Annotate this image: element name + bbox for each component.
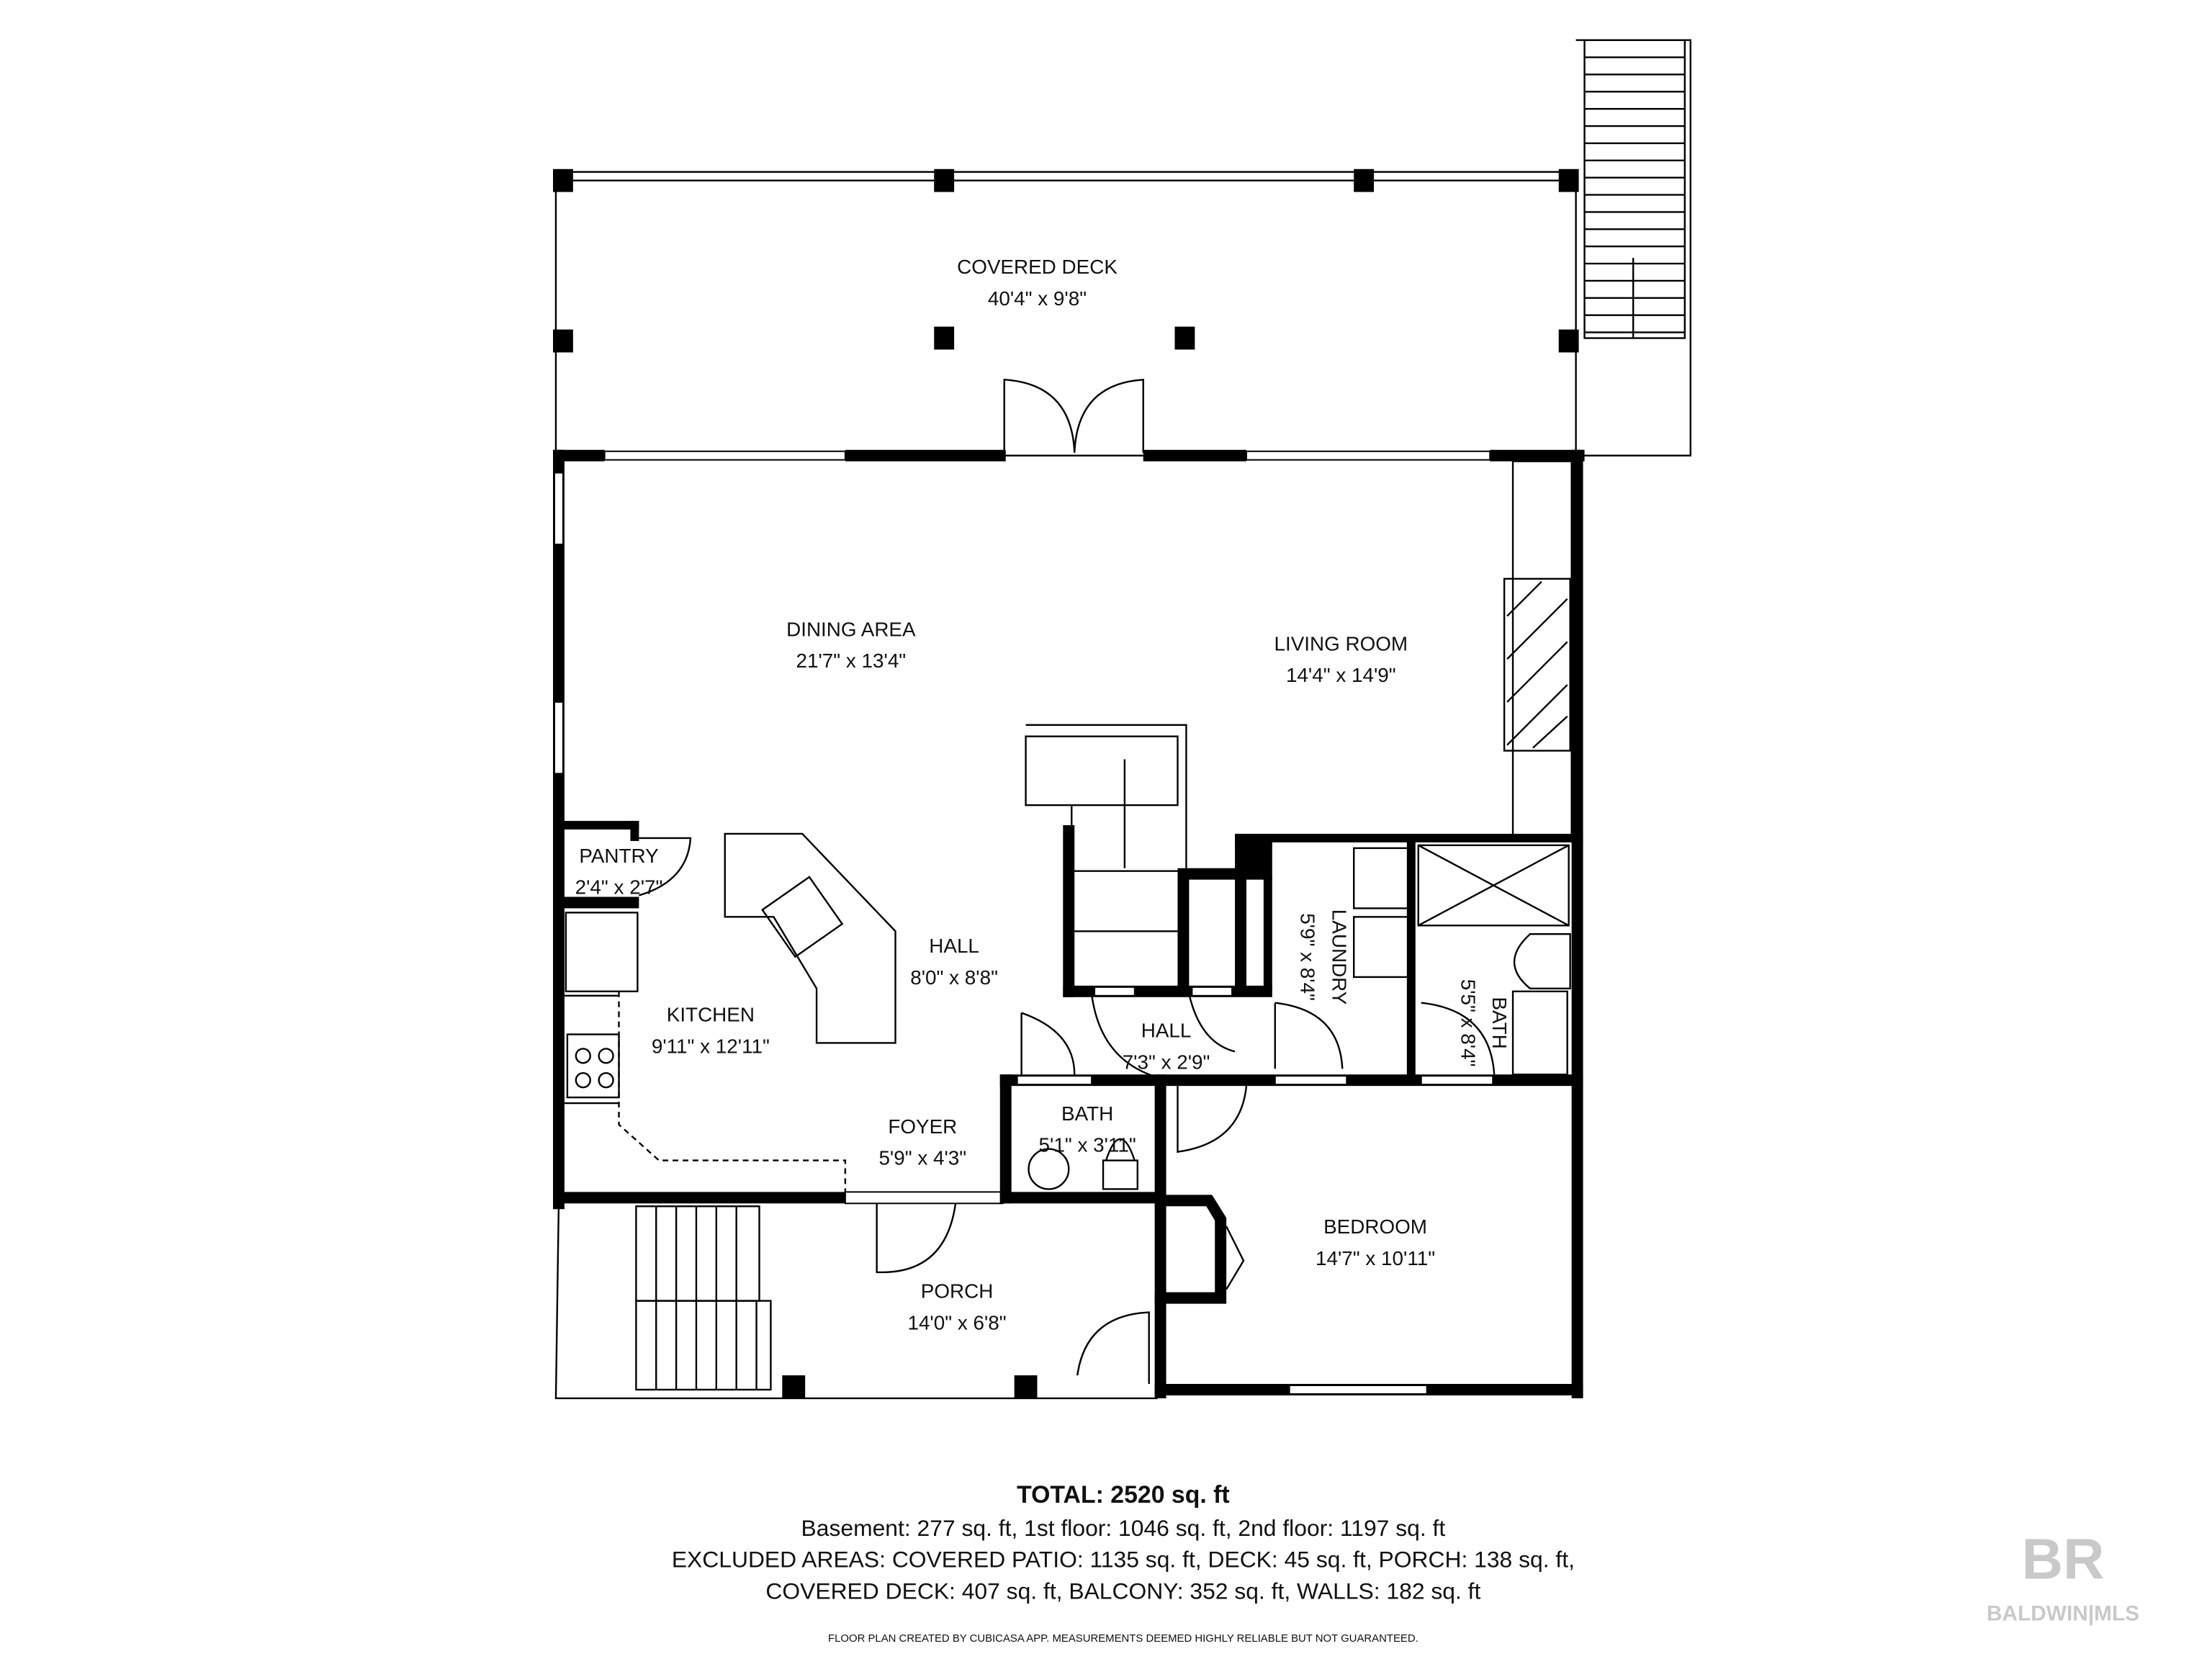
total-area: TOTAL: 2520 sq. ft — [1017, 1481, 1230, 1509]
svg-text:BR: BR — [2022, 1527, 2105, 1591]
svg-text:DINING AREA: DINING AREA — [786, 618, 916, 640]
excluded-areas-line-2: COVERED DECK: 407 sq. ft, BALCONY: 352 s… — [765, 1578, 1480, 1604]
room-label-bedroom: BEDROOM 14'7" x 10'11" — [1316, 1215, 1435, 1269]
covered-deck-area — [553, 168, 1579, 457]
svg-text:PANTRY: PANTRY — [579, 845, 658, 867]
room-label-dining-area: DINING AREA 21'7" x 13'4" — [786, 618, 916, 672]
walls — [553, 449, 1585, 1400]
svg-text:BEDROOM: BEDROOM — [1323, 1215, 1427, 1238]
svg-text:14'4" x 14'9": 14'4" x 14'9" — [1286, 664, 1396, 686]
room-label-kitchen: KITCHEN 9'11" x 12'11" — [652, 1004, 770, 1058]
svg-text:40'4" x 9'8": 40'4" x 9'8" — [988, 287, 1087, 310]
room-label-pantry: PANTRY 2'4" x 2'7" — [575, 845, 663, 899]
disclaimer: FLOOR PLAN CREATED BY CUBICASA APP. MEAS… — [828, 1632, 1419, 1645]
svg-text:9'11" x 12'11": 9'11" x 12'11" — [652, 1035, 770, 1057]
floor-areas: Basement: 277 sq. ft, 1st floor: 1046 sq… — [801, 1515, 1446, 1541]
svg-text:5'5" x 8'4": 5'5" x 8'4" — [1457, 979, 1479, 1067]
room-label-hall: HALL 8'0" x 8'8" — [910, 935, 998, 989]
svg-text:COVERED DECK: COVERED DECK — [957, 256, 1118, 278]
svg-text:5'9" x 8'4": 5'9" x 8'4" — [1297, 913, 1319, 1001]
svg-text:14'0" x 6'8": 14'0" x 6'8" — [907, 1311, 1006, 1334]
room-label-porch: PORCH 14'0" x 6'8" — [907, 1280, 1006, 1334]
svg-text:8'0" x 8'8": 8'0" x 8'8" — [910, 966, 998, 989]
svg-text:FOYER: FOYER — [888, 1115, 957, 1138]
svg-text:BATH: BATH — [1488, 997, 1511, 1048]
svg-text:KITCHEN: KITCHEN — [667, 1004, 755, 1026]
baldwin-mls-logo: BR BALDWIN|MLS — [1987, 1527, 2139, 1626]
room-label-bath-upper: BATH 5'5" x 8'4" — [1457, 979, 1511, 1067]
svg-text:21'7" x 13'4": 21'7" x 13'4" — [796, 649, 906, 672]
svg-text:7'3" x 2'9": 7'3" x 2'9" — [1123, 1051, 1210, 1073]
svg-text:5'9" x 4'3": 5'9" x 4'3" — [878, 1147, 966, 1169]
svg-text:BATH: BATH — [1061, 1102, 1113, 1125]
area-summary: TOTAL: 2520 sq. ft Basement: 277 sq. ft,… — [672, 1481, 1575, 1645]
svg-text:2'4" x 2'7": 2'4" x 2'7" — [575, 876, 663, 899]
svg-text:LIVING ROOM: LIVING ROOM — [1274, 632, 1408, 655]
svg-text:PORCH: PORCH — [921, 1280, 994, 1303]
room-label-laundry: LAUNDRY 5'9" x 8'4" — [1297, 909, 1351, 1005]
svg-text:LAUNDRY: LAUNDRY — [1328, 909, 1350, 1005]
svg-text:HALL: HALL — [929, 935, 979, 957]
excluded-areas-line-1: EXCLUDED AREAS: COVERED PATIO: 1135 sq. … — [672, 1547, 1575, 1573]
exterior-stairs — [1575, 39, 1691, 457]
room-label-hall-small: HALL 7'3" x 2'9" — [1123, 1019, 1210, 1073]
svg-text:HALL: HALL — [1141, 1019, 1192, 1041]
fixtures — [564, 577, 1571, 1391]
svg-text:5'1" x 3'11": 5'1" x 3'11" — [1039, 1134, 1136, 1156]
room-label-covered-deck: COVERED DECK 40'4" x 9'8" — [957, 256, 1118, 310]
room-label-bath-lower: BATH 5'1" x 3'11" — [1039, 1102, 1136, 1156]
room-label-living-room: LIVING ROOM 14'4" x 14'9" — [1274, 632, 1408, 686]
room-label-foyer: FOYER 5'9" x 4'3" — [878, 1115, 966, 1169]
svg-text:BALDWIN|MLS: BALDWIN|MLS — [1987, 1601, 2139, 1625]
svg-text:14'7" x 10'11": 14'7" x 10'11" — [1316, 1247, 1435, 1269]
